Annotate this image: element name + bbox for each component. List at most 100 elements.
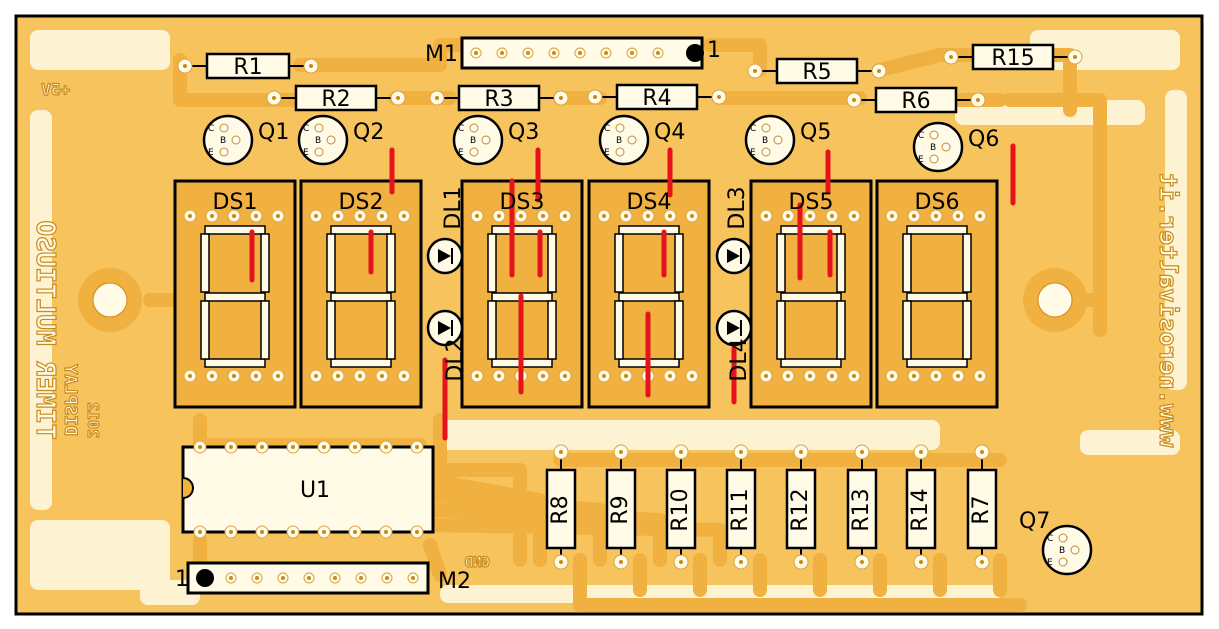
vplus-text: +5V (41, 80, 70, 99)
transistor-pad (627, 135, 637, 145)
resistor-body (725, 468, 757, 550)
transistor-pin-label: E (604, 148, 610, 158)
pad-hole (717, 95, 721, 99)
display-label: DS1 (213, 190, 258, 215)
pad-hole (254, 214, 258, 218)
resistor-body (665, 468, 697, 550)
pad-hole (799, 450, 803, 454)
pad-hole (646, 214, 650, 218)
resistor-body (905, 468, 937, 550)
pad-hole (353, 530, 357, 534)
transistor-label: Q1 (258, 120, 289, 145)
pad-hole (668, 374, 672, 378)
pad-hole (949, 55, 953, 59)
pad-hole (912, 374, 916, 378)
transistor-pad (941, 142, 951, 152)
transistor-pad (231, 135, 241, 145)
display-segment (487, 300, 497, 360)
led-label: DL4 (727, 338, 752, 381)
pin1-label: 1 (175, 567, 189, 592)
url-text: www.nerosivalter.it (1154, 173, 1182, 448)
pad-hole (563, 214, 567, 218)
pad-hole (808, 214, 812, 218)
transistor-pad (314, 123, 324, 133)
gnd-text: GND (465, 555, 490, 571)
pad-hole (359, 576, 363, 580)
transistor-pin-label: C (1047, 534, 1053, 544)
transistor-pad (326, 135, 336, 145)
resistor-label: R15 (991, 46, 1034, 71)
resistor-body (205, 52, 291, 80)
copper-trace (573, 553, 1027, 612)
display-segment (614, 233, 624, 293)
pad-hole (890, 374, 894, 378)
display-segment (547, 233, 557, 293)
pad-hole (314, 214, 318, 218)
pad-hole (934, 374, 938, 378)
resistor-label: R4 (642, 86, 671, 111)
resistor-label: R6 (901, 89, 930, 114)
pad-hole (563, 374, 567, 378)
transistor-pin-label: B (930, 143, 936, 153)
transistor-label: Q6 (968, 127, 999, 152)
pad-hole (764, 374, 768, 378)
pad-hole (475, 374, 479, 378)
pad-hole (656, 51, 660, 55)
display-segment (776, 233, 786, 293)
mounting-hole (1037, 282, 1073, 318)
transistor-pad (615, 147, 625, 157)
year-text: 2012 (84, 402, 102, 438)
connector-pin1 (196, 569, 214, 587)
transistor-pin-label: E (918, 155, 924, 165)
pad-hole (333, 576, 337, 580)
pad-hole (353, 445, 357, 449)
pad-hole (384, 530, 388, 534)
pad-hole (475, 214, 479, 218)
display-segment (200, 300, 210, 360)
pad-hole (552, 51, 556, 55)
transistor-pad (929, 154, 939, 164)
transistor-body (598, 114, 650, 166)
pad-hole (198, 530, 202, 534)
pad-hole (919, 560, 923, 564)
display-label: DS4 (627, 190, 672, 215)
pad-hole (739, 450, 743, 454)
display-label: DS2 (339, 190, 384, 215)
transistor-label: Q7 (1019, 509, 1050, 534)
pad-hole (272, 96, 276, 100)
pad-hole (314, 374, 318, 378)
subtitle-text: DISPLAY (60, 363, 80, 435)
resistor-body (775, 57, 859, 85)
transistor-label: Q5 (800, 120, 831, 145)
resistor-body (615, 83, 699, 111)
display-segment (962, 300, 972, 360)
pad-hole (690, 214, 694, 218)
display-segment (330, 292, 392, 302)
resistor-body (971, 43, 1055, 71)
copper-trace (293, 38, 477, 72)
pad-hole (415, 530, 419, 534)
display-segment (614, 300, 624, 360)
transistor-pin-label: C (918, 131, 924, 141)
copper-trace (423, 538, 447, 582)
resistor-label: R14 (908, 488, 933, 531)
substrate-gap (1080, 430, 1180, 455)
pad-hole (322, 445, 326, 449)
display-segment (906, 358, 968, 368)
pad-hole (852, 374, 856, 378)
resistor-body (294, 84, 378, 112)
pad-hole (183, 64, 187, 68)
pad-hole (281, 576, 285, 580)
pad-hole (786, 374, 790, 378)
pad-hole (229, 576, 233, 580)
transistor-pad (469, 123, 479, 133)
transistor-pad (773, 135, 783, 145)
pad-hole (291, 445, 295, 449)
pad-hole (232, 374, 236, 378)
display-segment (902, 233, 912, 293)
transistor-body (1041, 524, 1093, 576)
pad-hole (402, 214, 406, 218)
